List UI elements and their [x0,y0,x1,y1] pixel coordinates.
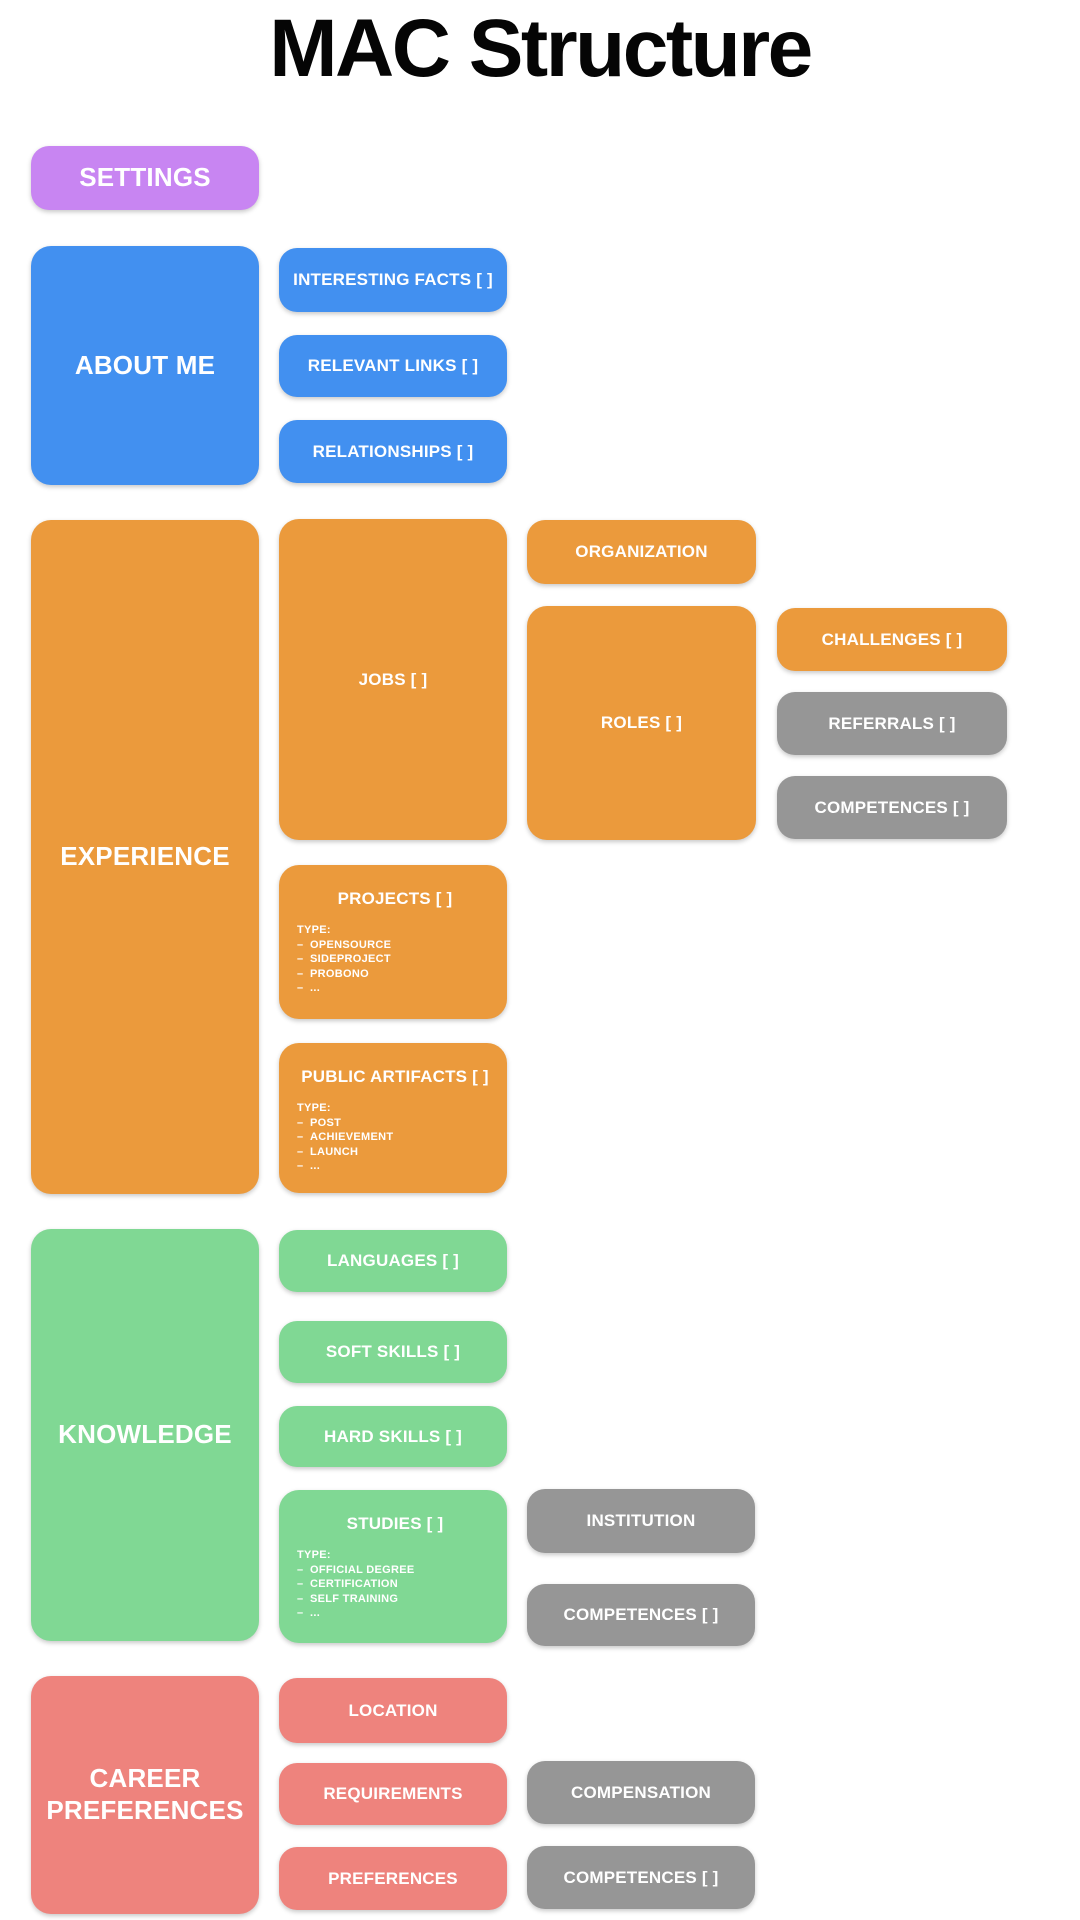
dash: – [297,967,304,980]
hard-skills-label: HARD SKILLS [ ] [323,1426,463,1446]
settings-block: SETTINGS [31,146,259,210]
dash: – [297,1116,304,1129]
requirements-block: REQUIREMENTS [279,1763,507,1825]
list-item-label: SELF TRAINING [310,1592,399,1605]
organization-label: ORGANIZATION [575,542,708,561]
knowledge-block: KNOWLEDGE [31,1229,259,1641]
experience-label: EXPERIENCE [60,841,230,872]
list-item-label: LAUNCH [310,1145,359,1158]
dash: – [297,1563,304,1576]
studies-type-list: TYPE: –OFFICIAL DEGREE –CERTIFICATION –S… [297,1548,493,1621]
list-item-label: ... [310,1607,321,1619]
list-item: –... [297,1606,493,1621]
dash: – [297,953,304,965]
list-item-label: ... [310,982,321,994]
relevant-links-block: RELEVANT LINKS [ ] [279,335,507,397]
languages-label: LANGUAGES [ ] [327,1251,459,1270]
type-title: TYPE: [297,1549,331,1561]
institution-label: INSTITUTION [586,1511,696,1530]
public-artifacts-label: PUBLIC ARTIFACTS [ ] [301,1067,489,1086]
about-me-block: ABOUT ME [31,246,259,485]
referrals-block: REFERRALS [ ] [777,692,1007,755]
list-item: –PROBONO [297,967,493,982]
list-item: –OFFICIAL DEGREE [297,1563,493,1578]
preferences-label: PREFERENCES [328,1868,458,1888]
soft-skills-label: SOFT SKILLS [ ] [325,1342,461,1361]
list-item-label: POST [310,1116,342,1129]
dash: – [297,1131,304,1143]
list-item: –SIDEPROJECT [297,952,493,967]
about-me-label: ABOUT ME [74,349,216,380]
knowledge-label: KNOWLEDGE [58,1419,232,1450]
compensation-label: COMPENSATION [571,1782,711,1802]
jobs-label: JOBS [ ] [358,669,428,689]
list-item: –POST [297,1116,493,1131]
public-artifacts-type-list: TYPE: –POST –ACHIEVEMENT –LAUNCH –... [297,1101,493,1174]
career-preferences-block: CAREER PREFERENCES [31,1676,259,1914]
roles-competences-label: COMPETENCES [ ] [814,797,970,817]
projects-block: PROJECTS [ ] TYPE: –OPENSOURCE –SIDEPROJ… [279,865,507,1019]
list-item: –SELF TRAINING [297,1592,493,1607]
list-item: –ACHIEVEMENT [297,1130,493,1145]
interesting-facts-block: INTERESTING FACTS [ ] [279,248,507,312]
dash: – [297,982,304,994]
type-title: TYPE: [297,924,331,936]
experience-block: EXPERIENCE [31,520,259,1194]
studies-competences-label: COMPETENCES [ ] [563,1605,719,1624]
relationships-block: RELATIONSHIPS [ ] [279,420,507,483]
list-item-label: OFFICIAL DEGREE [310,1563,415,1576]
roles-competences-block: COMPETENCES [ ] [777,776,1007,839]
preferences-block: PREFERENCES [279,1847,507,1910]
list-item: –CERTIFICATION [297,1577,493,1592]
preferences-competences-block: COMPETENCES [ ] [527,1846,755,1909]
dash: – [297,1607,304,1619]
languages-block: LANGUAGES [ ] [279,1230,507,1292]
location-label: LOCATION [348,1700,438,1720]
career-preferences-label: CAREER PREFERENCES [46,1763,244,1825]
list-item-label: ... [310,1160,321,1172]
list-item: –LAUNCH [297,1145,493,1160]
list-item-label: SIDEPROJECT [310,953,391,965]
location-block: LOCATION [279,1678,507,1743]
challenges-block: CHALLENGES [ ] [777,608,1007,671]
projects-label: PROJECTS [ ] [337,889,453,908]
list-item-label: OPENSOURCE [310,938,392,951]
list-item: –... [297,1159,493,1174]
studies-block: STUDIES [ ] TYPE: –OFFICIAL DEGREE –CERT… [279,1490,507,1643]
referrals-label: REFERRALS [ ] [828,713,956,733]
roles-block: ROLES [ ] [527,606,756,840]
list-item-label: PROBONO [310,967,369,980]
interesting-facts-label: INTERESTING FACTS [ ] [293,270,493,289]
projects-type-list: TYPE: –OPENSOURCE –SIDEPROJECT –PROBONO … [297,923,493,996]
relationships-label: RELATIONSHIPS [ ] [312,441,474,461]
dash: – [297,1592,304,1605]
challenges-label: CHALLENGES [ ] [821,629,963,649]
compensation-block: COMPENSATION [527,1761,755,1824]
studies-competences-block: COMPETENCES [ ] [527,1584,755,1646]
list-item-label: CERTIFICATION [310,1578,399,1590]
relevant-links-label: RELEVANT LINKS [ ] [307,356,479,375]
list-item-label: ACHIEVEMENT [310,1131,394,1143]
list-item: –... [297,981,493,996]
preferences-competences-label: COMPETENCES [ ] [563,1867,719,1887]
institution-block: INSTITUTION [527,1489,755,1553]
type-title: TYPE: [297,1102,331,1114]
dash: – [297,1578,304,1590]
studies-label: STUDIES [ ] [346,1514,444,1533]
dash: – [297,1160,304,1172]
dash: – [297,938,304,951]
hard-skills-block: HARD SKILLS [ ] [279,1406,507,1467]
public-artifacts-block: PUBLIC ARTIFACTS [ ] TYPE: –POST –ACHIEV… [279,1043,507,1193]
requirements-label: REQUIREMENTS [323,1784,463,1803]
page-title: MAC Structure [269,3,813,94]
jobs-block: JOBS [ ] [279,519,507,840]
settings-label: SETTINGS [79,162,211,193]
soft-skills-block: SOFT SKILLS [ ] [279,1321,507,1383]
organization-block: ORGANIZATION [527,520,756,584]
roles-label: ROLES [ ] [600,713,683,732]
list-item: –OPENSOURCE [297,938,493,953]
dash: – [297,1145,304,1158]
